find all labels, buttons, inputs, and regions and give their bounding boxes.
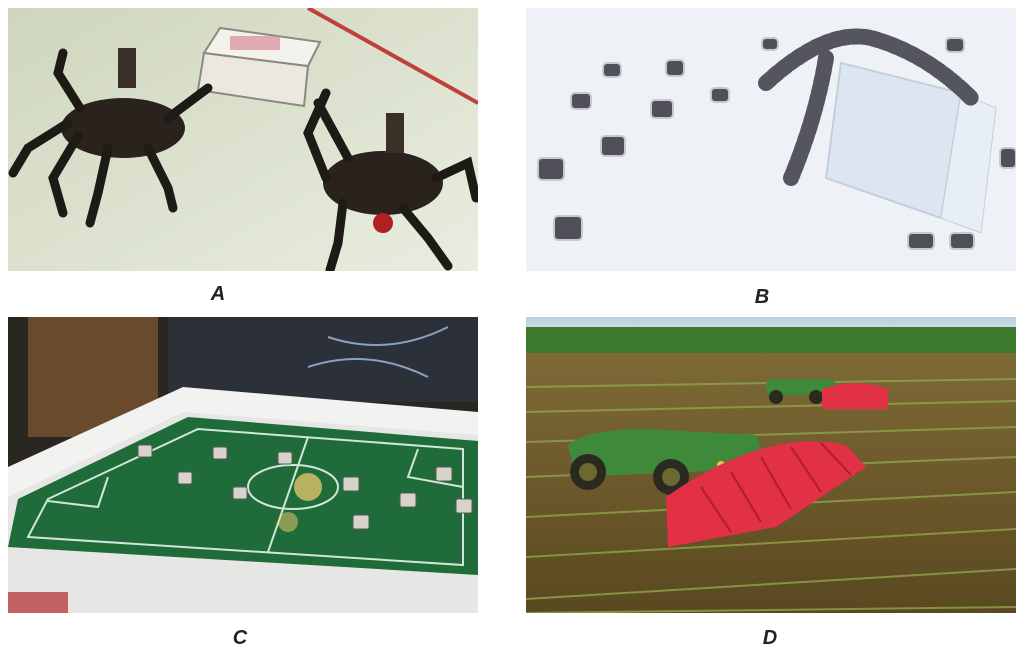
near-tractor-robot <box>568 429 866 547</box>
agricultural-robots-image <box>526 317 1016 613</box>
panel-label-b: B <box>754 286 770 308</box>
scattered-robots <box>537 37 1016 250</box>
panel-label-a: A <box>210 283 226 305</box>
panel-c-photo <box>8 317 478 613</box>
robot-swarm-image <box>526 8 1016 271</box>
distant-tractor-robot <box>766 379 888 409</box>
panel-b-photo <box>526 8 1016 271</box>
panel-a-photo <box>8 8 478 271</box>
hexapod-robot-left <box>8 48 213 228</box>
hexapod-robots-image <box>8 8 478 271</box>
panel-label-c: C <box>232 627 248 649</box>
hexapod-robot-right <box>303 88 478 271</box>
panel-d-photo <box>526 317 1016 613</box>
robot-chain <box>758 28 979 186</box>
soccer-robots <box>137 444 473 530</box>
carried-box <box>196 26 322 108</box>
robot-soccer-table-image <box>8 317 478 613</box>
panel-label-d: D <box>762 627 778 649</box>
